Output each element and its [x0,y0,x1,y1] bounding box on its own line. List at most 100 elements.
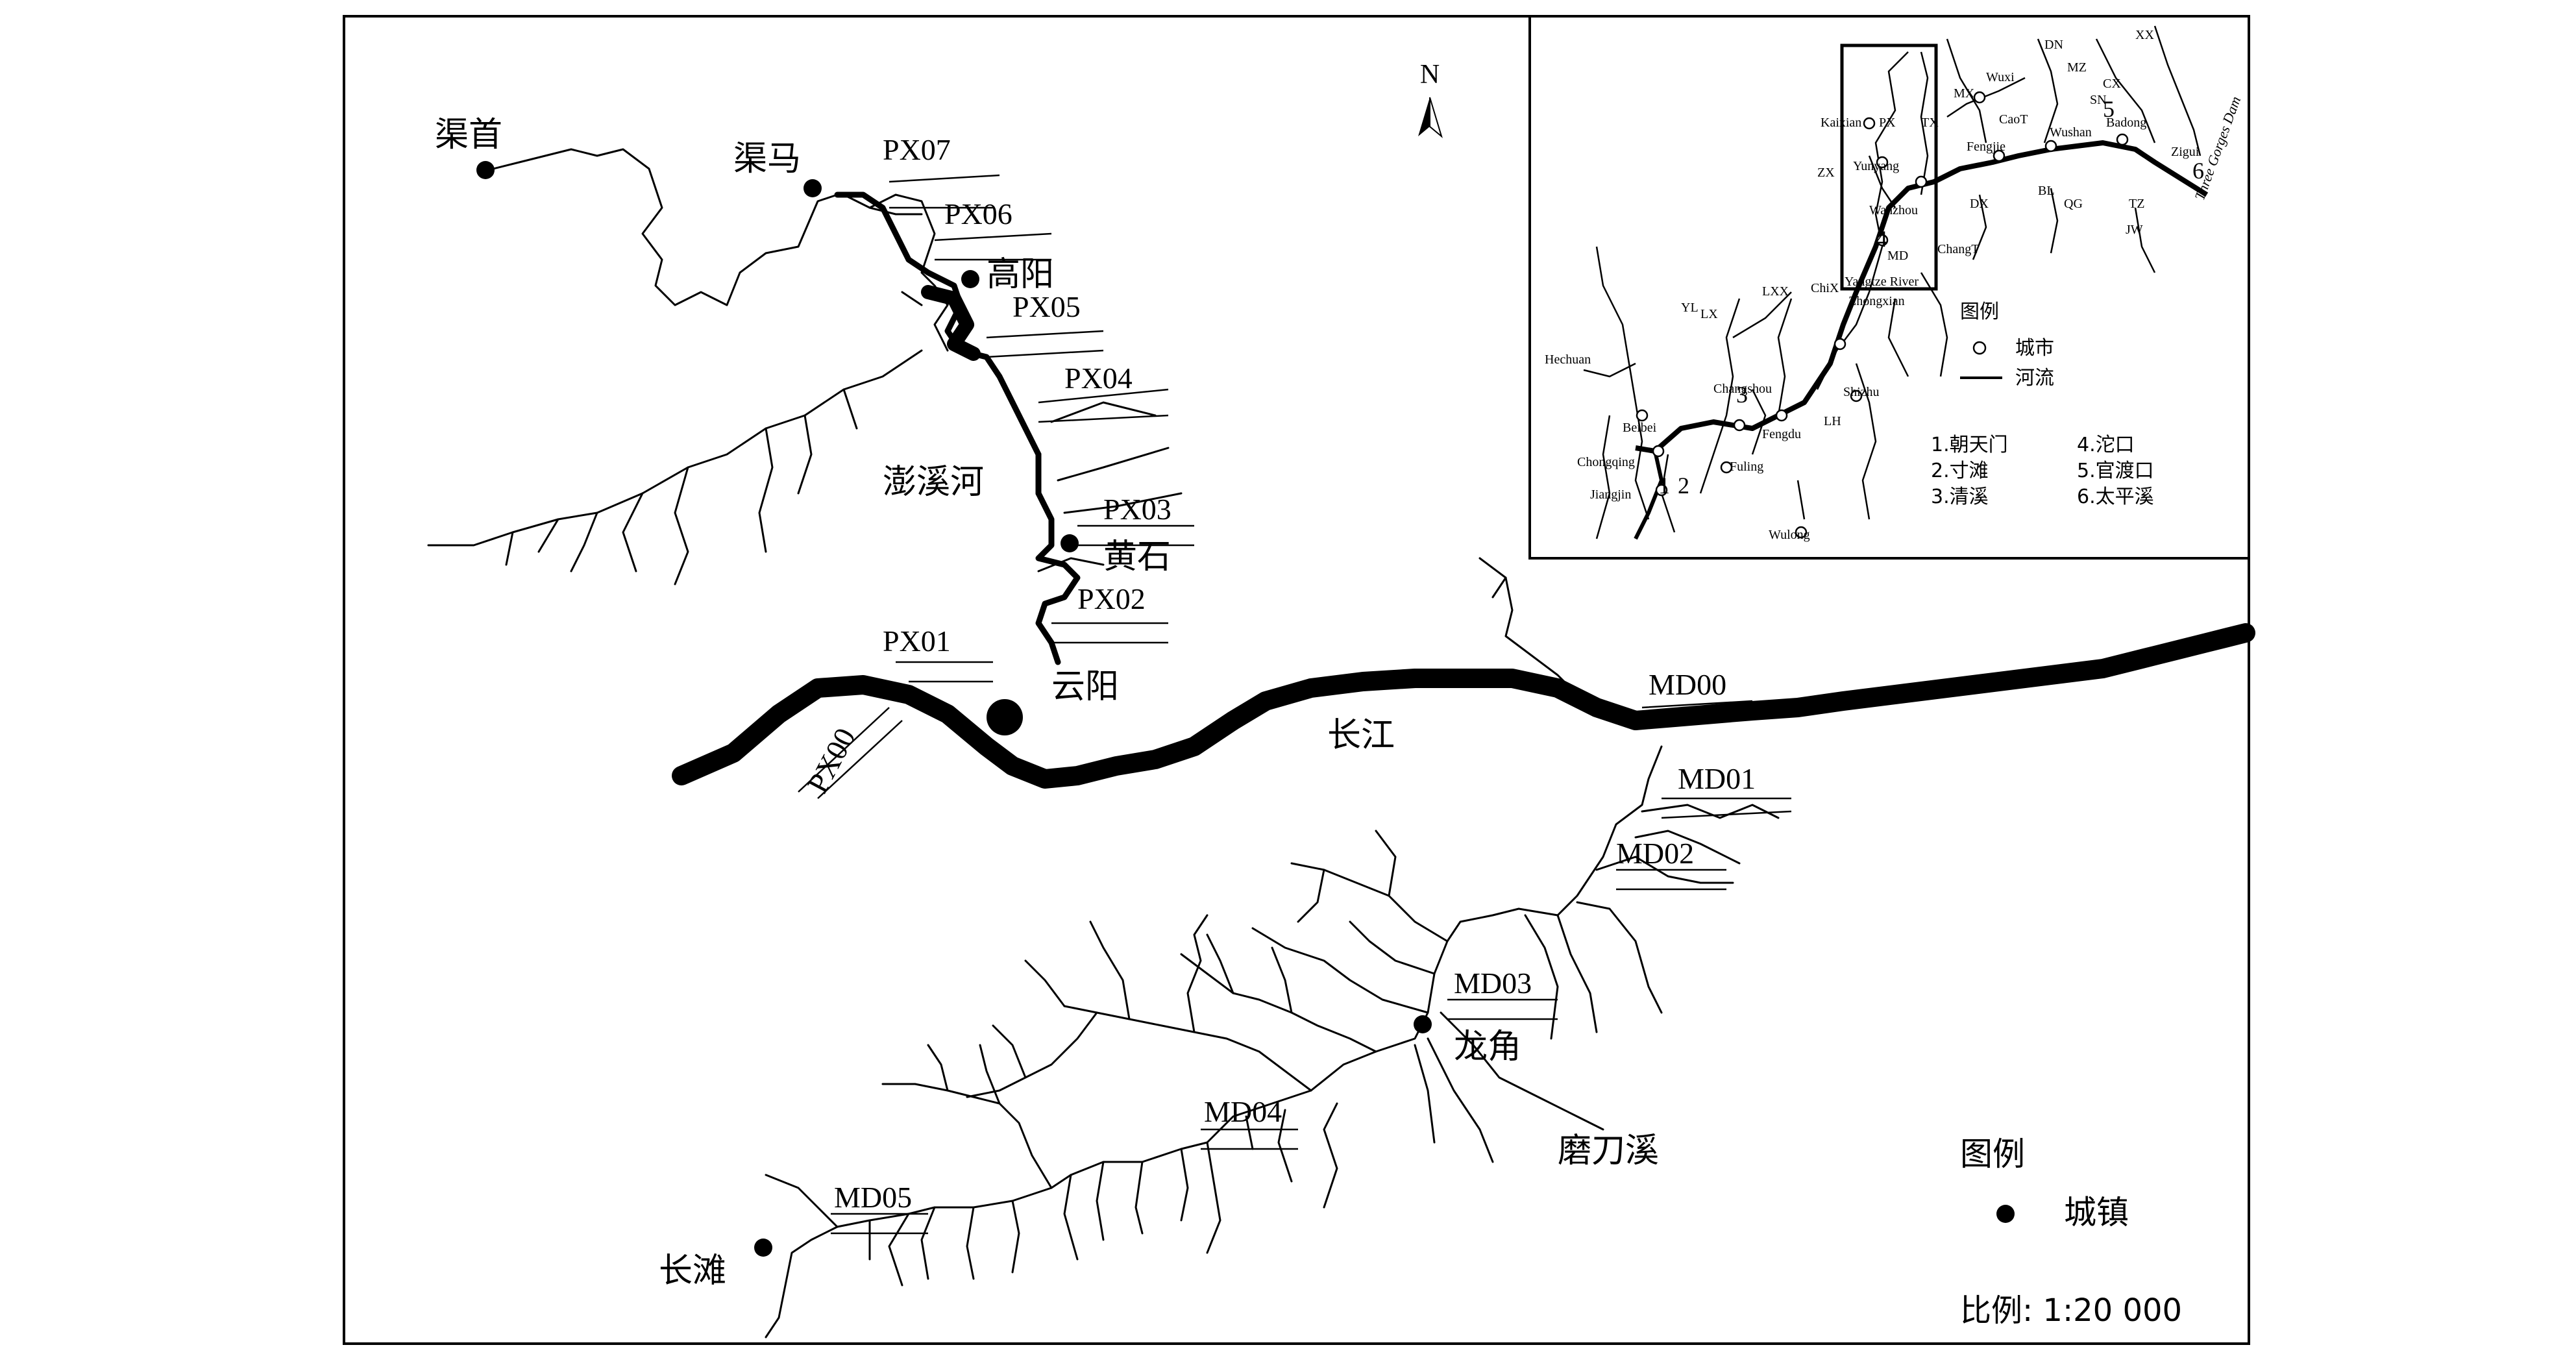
label-gaoyang: 高阳 [987,255,1054,294]
site-label-px01: PX01 [883,624,951,658]
tributaries [427,148,1780,1338]
inset-place: ZX [1817,166,1835,180]
inset-site-number: 2 [1678,473,1689,499]
inset-place: TX [1921,116,1939,130]
inset-place: QG [2064,197,2083,211]
inset-place: Wanzhou [1869,203,1918,217]
inset-place: CX [2103,77,2121,91]
inset-site-number: 5 [2103,96,2115,122]
inset-place: DN [2044,38,2063,52]
inset-place: LX [1700,307,1718,321]
inset-place: MZ [2067,60,2087,75]
inset-place: Wulong [1769,528,1810,542]
inset-site-list-item: 4.沱口 [2077,434,2135,456]
inset-site-list-item: 5.官渡口 [2077,460,2154,482]
town-dot-changtan [754,1239,772,1257]
label-yunyang: 云阳 [1051,667,1119,706]
inset-legend-city: 城市 [2015,337,2054,360]
label-huangshi: 黄石 [1103,537,1171,576]
inset-jialing [1634,450,1664,540]
inset-place: BL [2038,184,2055,198]
inset-place: Wushan [2050,125,2092,140]
town-legend: 图例 城镇 比例: 1:20 000 [1960,1135,2182,1329]
town-dot-qushou [476,161,495,179]
town-dot-longjiao [1414,1015,1432,1033]
inset-place: Changshou [1713,382,1772,396]
inset-legend-river: 河流 [2015,367,2054,389]
inset-place: CaoT [1999,112,2028,127]
site-label-px04: PX04 [1064,362,1133,395]
inset-place: Beibei [1623,421,1657,435]
inset-place: Jiangjin [1590,487,1631,502]
inset-place: Fengjie [1967,140,2006,154]
town-dot-quma [803,179,822,197]
site-label-md01: MD01 [1678,762,1756,795]
inset-map: DN XX Wuxi MZ CX SN MX CaoT Badong Fengj… [1528,15,2250,560]
inset-place: LH [1824,414,1841,428]
inset-site-list: 1.朝天门 2.寸滩 3.清溪 4.沱口 5.官渡口 6.太平溪 [1931,434,2154,508]
inset-place: Hechuan [1545,352,1591,367]
site-label-px07: PX07 [883,133,951,166]
site-label-md04: MD04 [1204,1095,1282,1128]
inset-site-number: 3 [1736,382,1748,408]
inset-cities [1636,91,2129,539]
main-rivers [672,191,2255,789]
inset-place: Wuxi [1986,70,2015,84]
inset-place: Shizhu [1843,385,1880,399]
inset-tributaries [1583,25,2202,539]
inset-legend-city-symbol [1972,341,1987,355]
inset-place: DX [1970,197,1989,211]
yunyang-city-marker [987,699,1023,735]
inset-site-numbers: 1 2 3 4 5 6 [1658,96,2204,499]
inset-site-number: 6 [2192,158,2204,184]
inset-place: YL [1681,301,1699,315]
inset-site-list-item: 3.清溪 [1931,486,1989,508]
north-arrow: N [1418,60,1443,138]
label-longjiao: 龙角 [1454,1028,1521,1066]
inset-place: Fuling [1730,460,1763,474]
site-leaders [798,174,1792,1235]
inset-place: LXX [1762,284,1789,299]
site-label-md05: MD05 [834,1181,912,1214]
map-scale: 比例: 1:20 000 [1960,1292,2182,1329]
inset-place: SN [2090,93,2107,107]
site-label-md02: MD02 [1616,837,1694,870]
inset-place: Zhongxian [1848,294,1905,308]
site-label-px03: PX03 [1103,493,1171,526]
inset-site-list-item: 1.朝天门 [1931,434,2008,456]
label-yangtze-river: 长江 [1327,716,1395,755]
label-pengxi-river: 澎溪河 [883,463,984,502]
inset-site-list-item: 6.太平溪 [2077,486,2154,508]
site-label-md03: MD03 [1454,967,1532,1000]
town-dot-gaoyang [961,270,979,288]
inset-yangtze [1635,140,2209,454]
inset-site-number: 1 [1658,473,1670,499]
north-label: N [1420,60,1440,90]
label-quma: 渠马 [733,140,801,179]
site-label-px00: PX00 [801,722,862,798]
label-changtan: 长滩 [659,1251,726,1290]
inset-place: Yunyang [1853,159,1899,173]
legend-town-symbol [1996,1205,2015,1223]
inset-place: ChangT [1937,242,1979,256]
inset-place-names: DN XX Wuxi MZ CX SN MX CaoT Badong Fengj… [1545,28,2244,542]
place-labels: 渠首 渠马 高阳 黄石 云阳 龙角 长滩 澎溪河 长江 磨刀溪 [435,116,1659,1290]
inset-site-number: 4 [1876,226,1887,252]
inset-place: Badong [2106,116,2146,130]
site-label-px06: PX06 [944,197,1012,230]
town-dot-huangshi [1061,534,1079,552]
inset-place: JW [2126,223,2143,237]
inset-place: PX [1879,116,1896,130]
site-labels: PX07 PX06 PX05 PX04 PX03 PX02 PX01 PX00 … [801,133,1756,1214]
label-qushou: 渠首 [435,116,502,154]
inset-study-area-box [1840,43,1938,291]
legend-title: 图例 [1960,1135,2025,1173]
inset-site-list-item: 2.寸滩 [1931,460,1989,482]
inset-place: ChiX [1811,281,1839,295]
map-frame [343,15,2250,1345]
legend-town-label: 城镇 [2064,1194,2129,1231]
inset-place: MX [1954,86,1975,101]
label-modaoxi-river: 磨刀溪 [1558,1131,1659,1170]
site-label-px02: PX02 [1077,582,1146,615]
